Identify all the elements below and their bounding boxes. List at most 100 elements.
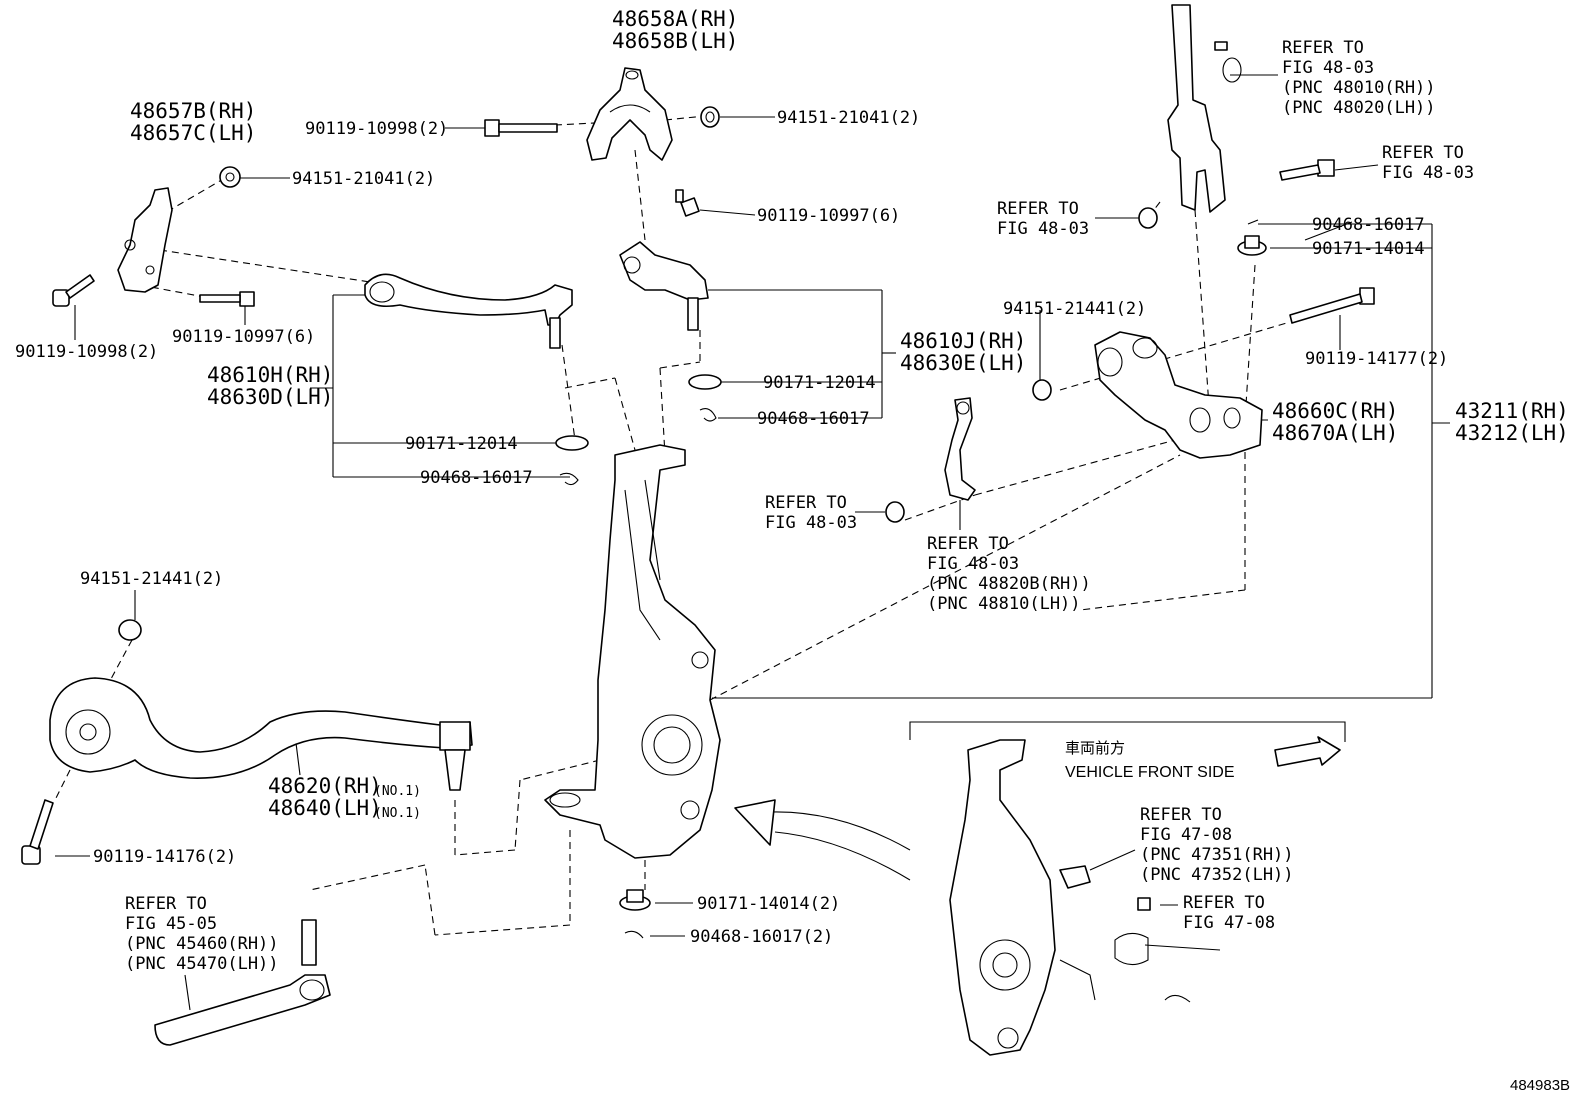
- ref-bolt-r1: REFER TO: [1382, 143, 1464, 163]
- label-pin-16017-right: 90468-16017: [1312, 215, 1425, 235]
- pin-16017-right: [1247, 219, 1259, 225]
- label-48658a: 48658A(RH): [612, 7, 738, 31]
- ref-bolt-r2: FIG 48-03: [1382, 163, 1474, 183]
- ref-stab-link-2: FIG 48-03: [927, 554, 1019, 574]
- strut-assembly: [1167, 4, 1242, 213]
- label-48630e: 48630E(LH): [900, 351, 1026, 375]
- nut-14014-bottom: [619, 889, 651, 911]
- steering-knuckle: [544, 444, 721, 859]
- ref-sensor-1: REFER TO: [1140, 805, 1222, 825]
- bolt-10997-left: [199, 291, 255, 307]
- ref-tierod-3: (PNC 45460(RH)): [125, 934, 279, 954]
- ref-sensor-2: FIG 47-08: [1140, 825, 1232, 845]
- label-bolt-14176: 90119-14176(2): [93, 847, 236, 867]
- ref-tierod-2: FIG 45-05: [125, 914, 217, 934]
- ref-nut-r2: FIG 48-03: [997, 219, 1089, 239]
- ref-stab-link-3: (PNC 48820B(RH)): [927, 574, 1091, 594]
- label-nut-12014-left: 90171-12014: [405, 434, 518, 454]
- ref-stab-link-1: REFER TO: [927, 534, 1009, 554]
- strut-bolt: [1279, 159, 1335, 181]
- nut-top: [700, 106, 720, 128]
- label-pin-16017-left: 90468-16017: [420, 468, 533, 488]
- direction-arrow: [734, 799, 911, 881]
- label-pin-16017-bottom: 90468-16017(2): [690, 927, 833, 947]
- label-bolt-10997-left: 90119-10997(6): [172, 327, 315, 347]
- ref-sensor-3: (PNC 47351(RH)): [1140, 845, 1294, 865]
- ref-strut-4: (PNC 48020(LH)): [1282, 98, 1436, 118]
- inset-vehicle-front-label: VEHICLE FRONT SIDE: [1065, 764, 1235, 781]
- lower-arm-48660c: [1094, 331, 1263, 459]
- pin-16017-bottom: [624, 930, 644, 939]
- diagram-code: 484983B: [1510, 1077, 1570, 1094]
- ref-stab-nut-2: FIG 48-03: [765, 513, 857, 533]
- ref-nut-r1: REFER TO: [997, 199, 1079, 219]
- ref-tierod-1: REFER TO: [125, 894, 207, 914]
- label-48610j: 48610J(RH): [900, 329, 1026, 353]
- leader-lines: [55, 74, 1450, 1011]
- label-48630d: 48630D(LH): [207, 385, 333, 409]
- bolt-left: [52, 274, 95, 307]
- strut-nut: [1138, 207, 1158, 229]
- inset-japanese-label: 車両前方: [1065, 739, 1125, 757]
- bracket-48657: [117, 187, 173, 293]
- nut-21441-left: [118, 619, 142, 641]
- label-nut-21441-left: 94151-21441(2): [80, 569, 223, 589]
- label-48640: 48640(LH): [268, 796, 382, 820]
- label-no1-b: (NO.1): [374, 806, 421, 821]
- label-48670a: 48670A(LH): [1272, 421, 1398, 445]
- label-43212: 43212(LH): [1455, 421, 1569, 445]
- nut-left-top: [219, 166, 241, 188]
- ref-stab-nut-1: REFER TO: [765, 493, 847, 513]
- upper-arm-48610j: [619, 241, 709, 331]
- assembly-dashed-lines: [54, 115, 1291, 936]
- ref-sensor-4: (PNC 47352(LH)): [1140, 865, 1294, 885]
- cotter-pin-left: [559, 472, 579, 486]
- ref-strut-1: REFER TO: [1282, 38, 1364, 58]
- bolt-14176: [21, 799, 54, 865]
- inset-labels: 車両前方 VEHICLE FRONT SIDE: [1065, 739, 1235, 781]
- bolt-10997-top: [675, 189, 700, 217]
- stabilizer-link: [944, 397, 976, 501]
- label-nut-top: 94151-21041(2): [777, 108, 920, 128]
- upper-arm-48610h: [364, 273, 573, 349]
- inset-panel: [909, 721, 1346, 1056]
- stab-nut: [885, 501, 905, 523]
- label-48657c: 48657C(LH): [130, 121, 256, 145]
- label-43211: 43211(RH): [1455, 399, 1569, 423]
- label-bolt-top: 90119-10998(2): [305, 119, 448, 139]
- ref-stab-link-4: (PNC 48810(LH)): [927, 594, 1081, 614]
- label-nut-21441-mid: 94151-21441(2): [1003, 299, 1146, 319]
- nut-21441-mid: [1032, 379, 1052, 401]
- label-48620: 48620(RH): [268, 774, 382, 798]
- bolt-top: [484, 119, 558, 137]
- ref-strut-3: (PNC 48010(RH)): [1282, 78, 1436, 98]
- ref-sensor-bolt-1: REFER TO: [1183, 893, 1265, 913]
- label-bolt-10997-top: 90119-10997(6): [757, 206, 900, 226]
- label-bolt-left: 90119-10998(2): [15, 342, 158, 362]
- castle-nut-left: [555, 435, 589, 451]
- bolt-14177: [1289, 287, 1375, 324]
- lower-arm-48620: [49, 677, 473, 791]
- ref-strut-2: FIG 48-03: [1282, 58, 1374, 78]
- label-pin-16017-mid: 90468-16017: [757, 409, 870, 429]
- castle-nut-mid: [688, 374, 722, 390]
- nut-14014-right: [1237, 235, 1267, 256]
- label-bolt-14177: 90119-14177(2): [1305, 349, 1448, 369]
- upper-mount-bracket: [586, 67, 673, 161]
- label-nut-left: 94151-21041(2): [292, 169, 435, 189]
- part-number-labels: 48658A(RH) 48658B(LH) 48657B(RH) 48657C(…: [15, 7, 1569, 947]
- label-48657b: 48657B(RH): [130, 99, 256, 123]
- cotter-pin-mid: [699, 408, 717, 422]
- ref-tierod-4: (PNC 45470(LH)): [125, 954, 279, 974]
- ref-sensor-bolt-2: FIG 47-08: [1183, 913, 1275, 933]
- label-nut-12014-mid: 90171-12014: [763, 373, 876, 393]
- label-no1-a: (NO.1): [374, 784, 421, 799]
- label-48658b: 48658B(LH): [612, 29, 738, 53]
- label-nut-14014-bottom: 90171-14014(2): [697, 894, 840, 914]
- label-48660c: 48660C(RH): [1272, 399, 1398, 423]
- tie-rod-end: [154, 919, 331, 1046]
- label-nut-14014-right: 90171-14014: [1312, 239, 1425, 259]
- label-48610h: 48610H(RH): [207, 363, 333, 387]
